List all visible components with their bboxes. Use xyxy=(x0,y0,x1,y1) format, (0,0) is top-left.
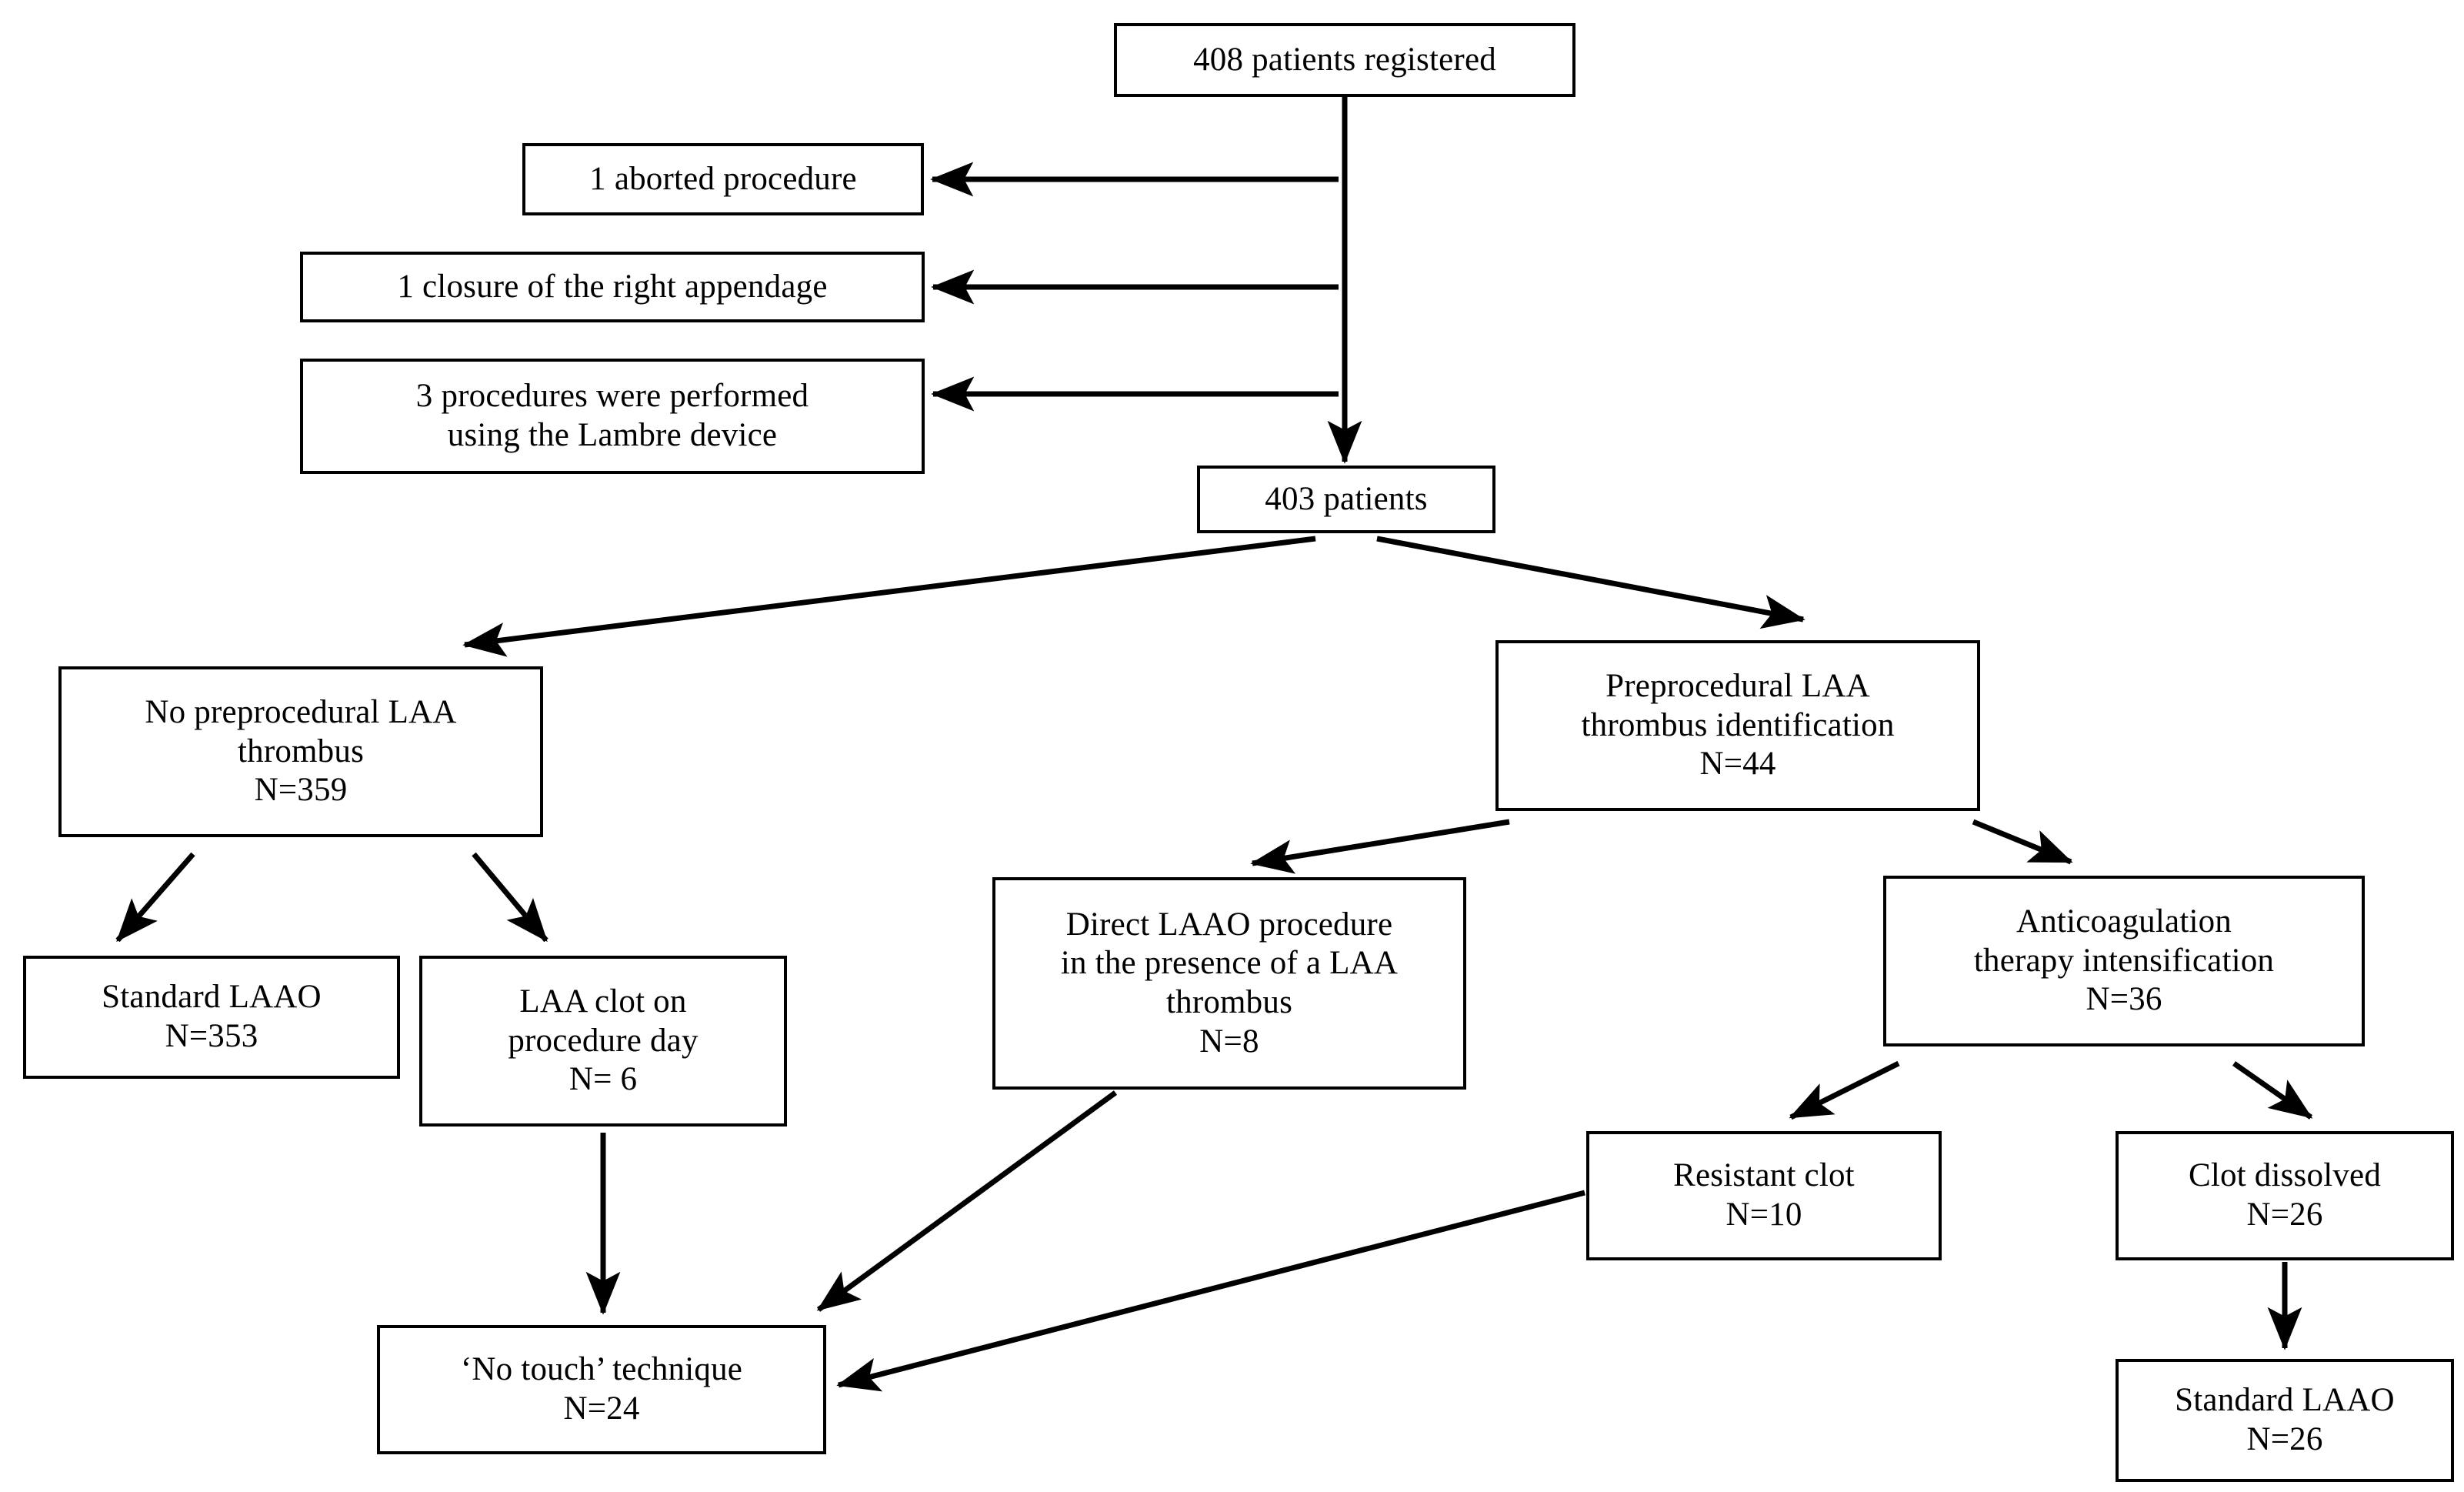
node-line: N=26 xyxy=(2246,1197,2323,1233)
connector-no-thrombus-to-laa-clot xyxy=(472,852,548,943)
node-line: 403 patients xyxy=(1265,480,1428,517)
node-line: using the Lambre device xyxy=(447,417,778,453)
node-line: N=10 xyxy=(1725,1197,1802,1233)
node-line: LAA clot on xyxy=(519,983,687,1020)
node-line: 408 patients registered xyxy=(1193,41,1496,78)
connector-403-to-no-thrombus xyxy=(462,536,1316,657)
node-line: N=36 xyxy=(2086,981,2162,1018)
node-line: N= 6 xyxy=(568,1061,638,1098)
connector-thrombus-id-to-anticoag xyxy=(1972,819,2073,865)
connector-thrombus-id-to-direct-laao xyxy=(1250,819,1510,874)
node-line: Direct LAAO procedure xyxy=(1065,906,1393,943)
connector-direct-laao-to-no-touch xyxy=(816,1090,1118,1312)
node-line: Preprocedural LAA xyxy=(1605,667,1870,704)
node-line: therapy intensification xyxy=(1973,942,2275,979)
resistant-clot-box: Resistant clot N=10 xyxy=(1586,1131,1942,1260)
clot-dissolved-box: Clot dissolved N=26 xyxy=(2116,1131,2454,1260)
preprocedural-thrombus-identification-box: Preprocedural LAA thrombus identificatio… xyxy=(1495,640,1980,811)
node-line: N=8 xyxy=(1199,1023,1259,1060)
node-line: Standard LAAO xyxy=(102,979,322,1016)
connector-anticoag-to-resistant-clot xyxy=(1789,1060,1900,1120)
node-line: N=353 xyxy=(165,1018,258,1054)
node-line: thrombus xyxy=(1165,984,1293,1020)
no-preprocedural-thrombus-box: No preprocedural LAA thrombus N=359 xyxy=(58,666,543,837)
direct-laao-procedure-box: Direct LAAO procedure in the presence of… xyxy=(992,877,1466,1090)
connector-resistant-clot-to-no-touch xyxy=(836,1190,1585,1392)
laa-clot-procedure-day-box: LAA clot on procedure day N= 6 xyxy=(419,956,787,1127)
anticoagulation-intensification-box: Anticoagulation therapy intensification … xyxy=(1883,876,2365,1046)
lambre-device-box: 3 procedures were performed using the La… xyxy=(300,359,925,474)
node-line: Resistant clot xyxy=(1673,1157,1855,1194)
node-line: Standard LAAO xyxy=(2175,1382,2395,1419)
node-line: N=26 xyxy=(2246,1421,2323,1457)
node-line: Anticoagulation xyxy=(2016,903,2232,940)
node-line: N=359 xyxy=(254,772,348,809)
no-touch-technique-box: ‘No touch’ technique N=24 xyxy=(377,1325,826,1454)
node-line: Clot dissolved xyxy=(2188,1157,2382,1194)
registered-patients-box: 408 patients registered xyxy=(1114,23,1575,97)
node-line: in the presence of a LAA xyxy=(1060,945,1399,982)
node-line: N=24 xyxy=(563,1390,640,1427)
node-line: thrombus identification xyxy=(1581,706,1895,743)
node-line: ‘No touch’ technique xyxy=(460,1351,743,1388)
node-line: N=44 xyxy=(1699,746,1776,783)
node-line: procedure day xyxy=(508,1022,699,1059)
node-line: 1 closure of the right appendage xyxy=(397,268,828,305)
node-line: 1 aborted procedure xyxy=(589,160,857,197)
right-appendage-closure-box: 1 closure of the right appendage xyxy=(300,252,925,322)
remaining-patients-box: 403 patients xyxy=(1197,466,1495,533)
node-line: thrombus xyxy=(237,733,365,769)
standard-laao-353-box: Standard LAAO N=353 xyxy=(23,956,400,1079)
standard-laao-26-box: Standard LAAO N=26 xyxy=(2116,1359,2454,1482)
aborted-procedure-box: 1 aborted procedure xyxy=(522,143,924,215)
connector-no-thrombus-to-standard-laao xyxy=(115,852,195,943)
connector-anticoag-to-clot-dissolved xyxy=(2232,1061,2313,1120)
connector-403-to-thrombus-id xyxy=(1376,536,1805,629)
node-line: No preprocedural LAA xyxy=(145,693,457,730)
node-line: 3 procedures were performed xyxy=(415,378,809,415)
